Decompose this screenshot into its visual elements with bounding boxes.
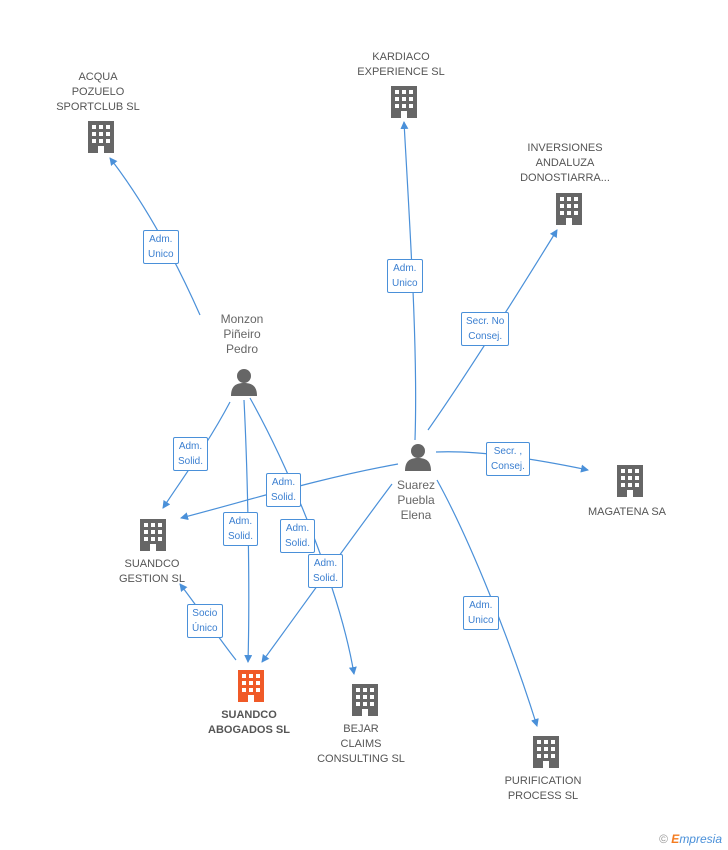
node-suandco-gestion[interactable]: SUANDCO GESTION SL <box>118 558 186 585</box>
brand-name: mpresia <box>679 832 722 846</box>
node-purification[interactable]: PURIFICATION PROCESS SL <box>504 775 582 802</box>
edge-label[interactable]: Adm. Unico <box>387 259 423 293</box>
edge-label[interactable]: Secr. , Consej. <box>486 442 530 476</box>
node-suandco-abogados[interactable]: SUANDCO ABOGADOS SL <box>208 709 290 736</box>
building-icon <box>533 736 559 768</box>
building-icon <box>352 684 378 716</box>
node-suarez[interactable]: Suarez Puebla Elena <box>396 478 436 522</box>
edge-label[interactable]: Secr. No Consej. <box>461 312 510 346</box>
edge-label[interactable]: Adm. Solid. <box>223 512 259 546</box>
edge-suarez-purification <box>436 479 539 727</box>
brand-logo-e: E <box>671 832 680 846</box>
edge-label[interactable]: Adm. Solid. <box>266 473 302 507</box>
building-icon <box>391 86 417 118</box>
footer-brand: © Empresia <box>659 832 722 846</box>
node-monzon[interactable]: Monzon Piñeiro Pedro <box>220 312 264 356</box>
edge-label[interactable]: Adm. Solid. <box>308 554 344 588</box>
node-bejar[interactable]: BEJAR CLAIMS CONSULTING SL <box>317 723 405 765</box>
edge-label[interactable]: Adm. Unico <box>143 230 179 264</box>
node-acqua[interactable]: ACQUA POZUELO SPORTCLUB SL <box>56 71 140 113</box>
person-icon <box>405 444 431 471</box>
building-icon-highlighted <box>238 670 264 702</box>
edge-label[interactable]: Adm. Solid. <box>280 519 316 553</box>
edge-label[interactable]: Adm. Solid. <box>173 437 209 471</box>
node-kardiaco[interactable]: KARDIACO EXPERIENCE SL <box>357 51 445 78</box>
person-icon <box>231 369 257 396</box>
node-magatena[interactable]: MAGATENA SA <box>587 506 667 518</box>
building-icon <box>617 465 643 497</box>
edge-label[interactable]: Socio Único <box>187 604 223 638</box>
edge-label[interactable]: Adm. Unico <box>463 596 499 630</box>
copyright-icon: © <box>659 832 668 846</box>
node-inversiones[interactable]: INVERSIONES ANDALUZA DONOSTIARRA... <box>520 142 610 184</box>
building-icon <box>556 193 582 225</box>
building-icon <box>88 121 114 153</box>
building-icon <box>140 519 166 551</box>
